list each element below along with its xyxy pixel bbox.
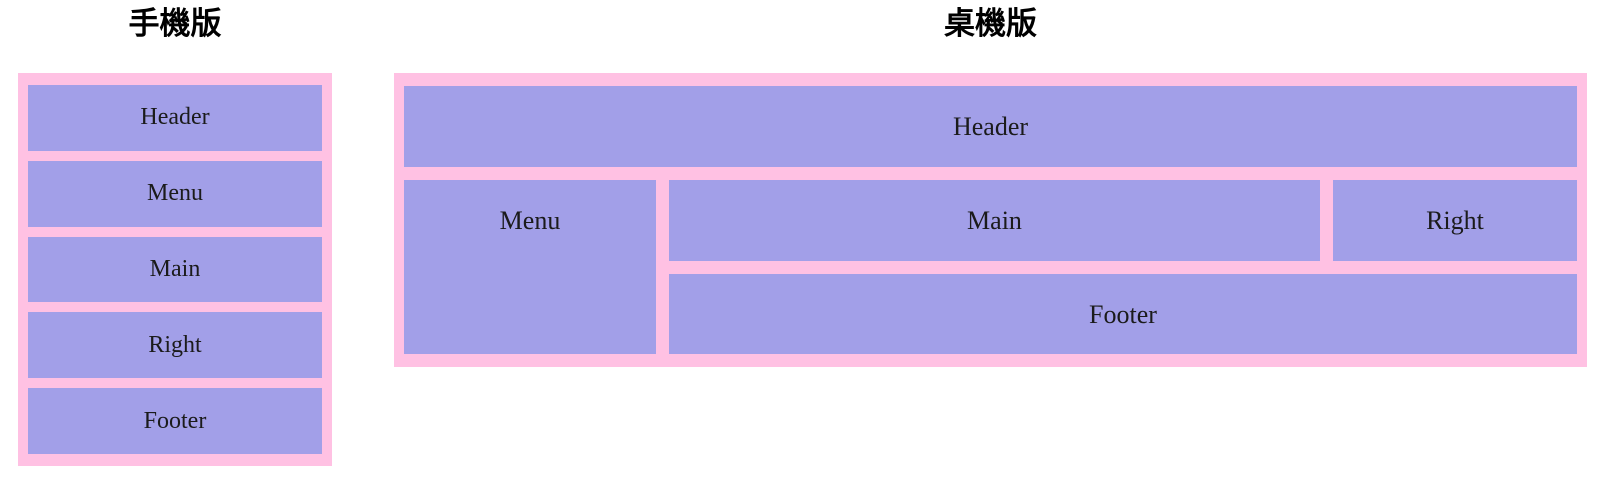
mobile-header-box: Header xyxy=(28,85,322,151)
mobile-right-box: Right xyxy=(28,312,322,379)
mobile-menu-box: Menu xyxy=(28,160,322,227)
desktop-main-box: Main xyxy=(669,180,1320,261)
desktop-menu-box: Menu xyxy=(404,180,656,354)
desktop-right-box: Right xyxy=(1333,180,1577,261)
desktop-header-box: Header xyxy=(404,86,1577,167)
mobile-section-title: 手機版 xyxy=(128,6,222,42)
mobile-footer-box: Footer xyxy=(28,388,322,454)
mobile-main-box: Main xyxy=(28,236,322,303)
desktop-footer-box: Footer xyxy=(669,274,1577,354)
desktop-layout-container: Header Menu Main Right Footer xyxy=(394,73,1587,367)
desktop-section-title: 桌機版 xyxy=(944,6,1037,42)
mobile-layout-container: Header Menu Main Right Footer xyxy=(18,73,332,466)
